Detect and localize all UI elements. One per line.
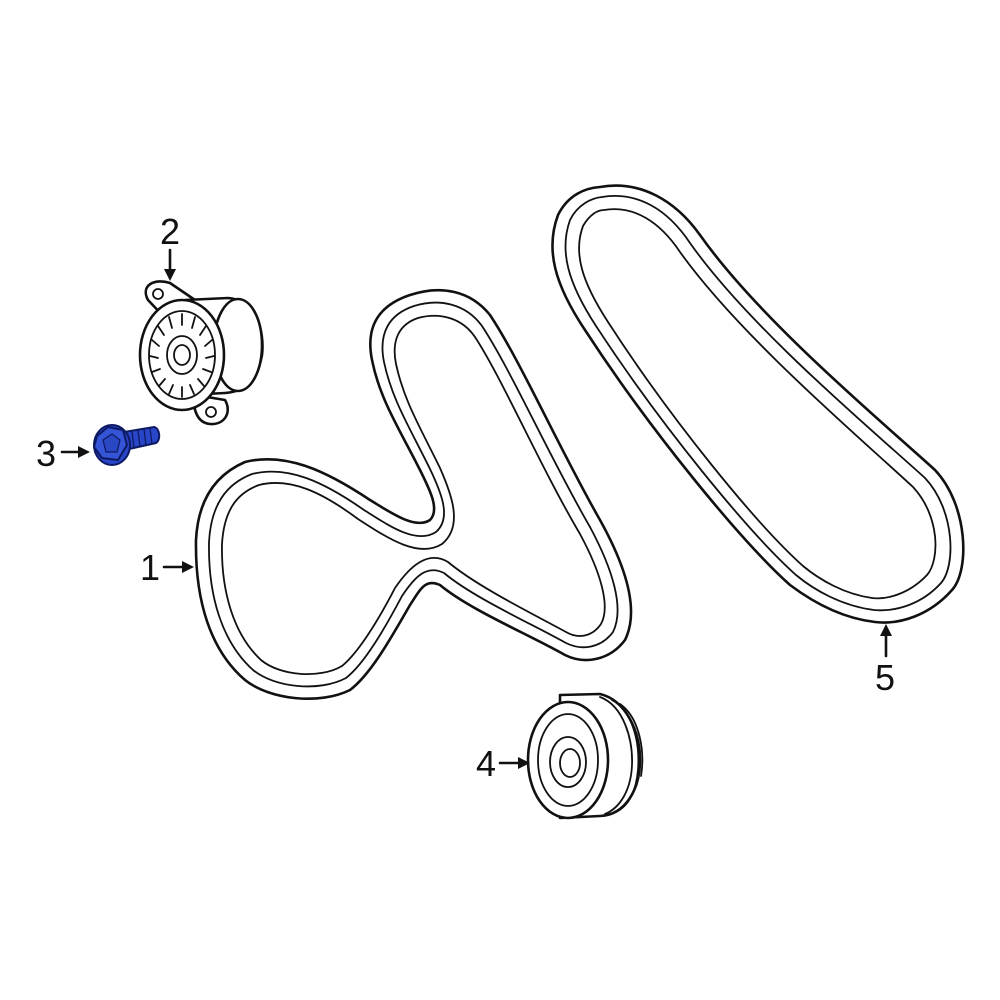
belt-5[interactable] — [551, 184, 965, 624]
leader-4 — [498, 757, 530, 769]
callout-4: 4 — [476, 743, 496, 784]
bolt-3[interactable] — [92, 424, 161, 466]
leader-1 — [162, 561, 194, 573]
callout-3: 3 — [36, 433, 56, 474]
callout-2: 2 — [160, 211, 180, 252]
tensioner-2[interactable] — [138, 280, 264, 426]
pulley-4[interactable] — [526, 692, 644, 820]
leader-2 — [164, 248, 176, 281]
belt-1[interactable] — [194, 288, 633, 700]
callout-5: 5 — [875, 657, 895, 698]
leader-3 — [60, 446, 90, 458]
callout-1: 1 — [140, 547, 160, 588]
leader-5 — [880, 624, 892, 658]
